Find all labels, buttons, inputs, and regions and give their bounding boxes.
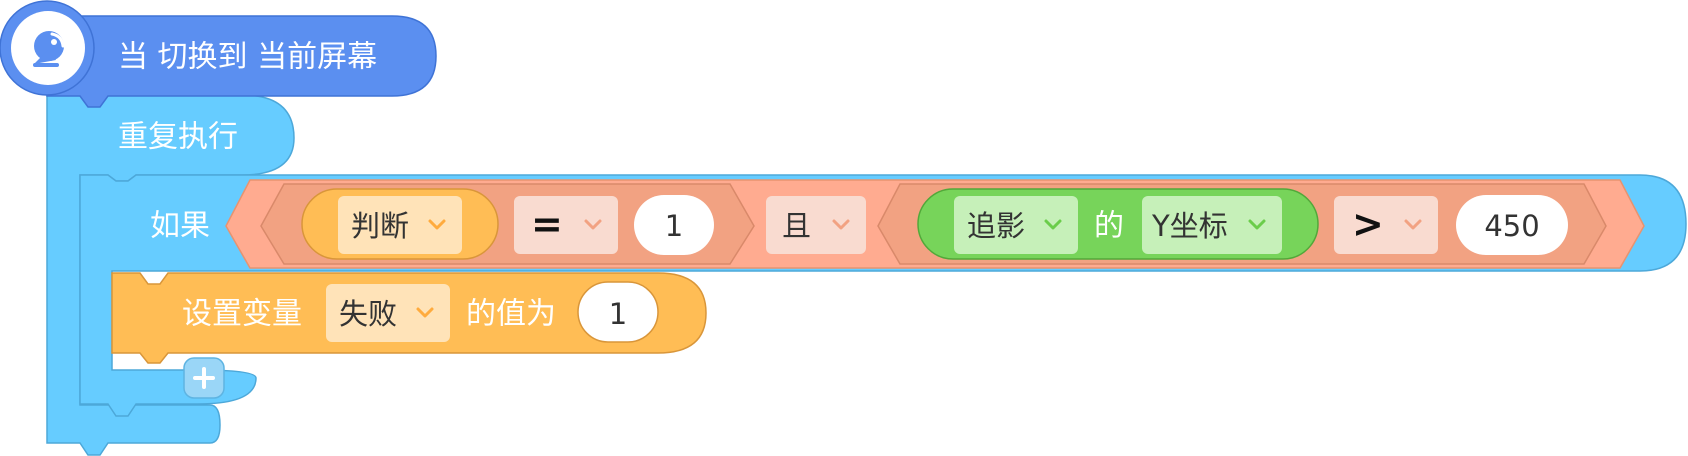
left-comparison[interactable]: 判断 = 1 xyxy=(260,183,755,265)
value-input-right[interactable]: 450 xyxy=(1456,195,1568,255)
variable-dropdown-panduan[interactable]: 判断 xyxy=(338,196,462,254)
event-block[interactable]: 当 切换到 当前屏幕 xyxy=(0,0,437,108)
sprite-dropdown-zhuiying[interactable]: 追影 xyxy=(954,196,1078,254)
variable-reporter-panduan[interactable]: 判断 xyxy=(301,188,499,260)
set-variable-block[interactable]: 设置变量 失败 的值为 1 xyxy=(111,272,707,364)
chevron-down-icon xyxy=(1248,219,1266,230)
value-input-left-text: 1 xyxy=(665,209,683,243)
repeat-block[interactable]: 重复执行 xyxy=(46,94,295,456)
if-block-label: 如果 xyxy=(150,209,210,244)
sensing-reporter-sprite-property[interactable]: 追影 的 Y坐标 xyxy=(917,188,1319,260)
logic-dropdown-and-label: 且 xyxy=(782,209,811,243)
logic-dropdown-and[interactable]: 且 xyxy=(766,196,866,254)
value-input-right-text: 450 xyxy=(1484,209,1539,243)
chevron-down-icon xyxy=(428,219,446,230)
variable-dropdown-panduan-label: 判断 xyxy=(351,209,409,243)
add-block-button[interactable] xyxy=(183,357,225,399)
event-block-body[interactable] xyxy=(46,15,437,108)
chevron-down-icon xyxy=(416,307,434,318)
plus-icon xyxy=(193,367,215,389)
repeat-block-label: 重复执行 xyxy=(118,120,238,155)
sprite-dropdown-zhuiying-label: 追影 xyxy=(967,209,1025,243)
chevron-down-icon xyxy=(584,219,602,230)
chevron-down-icon xyxy=(1044,219,1062,230)
operator-dropdown-equals[interactable]: = xyxy=(514,196,618,254)
property-dropdown-ycoord[interactable]: Y坐标 xyxy=(1142,196,1282,254)
sprite-of-label: 的 xyxy=(1094,209,1124,244)
operator-dropdown-greater-label: > xyxy=(1352,202,1384,246)
variable-dropdown-shibai-label: 失败 xyxy=(339,297,397,331)
variable-dropdown-shibai[interactable]: 失败 xyxy=(326,284,450,342)
operator-dropdown-greater[interactable]: > xyxy=(1334,196,1438,254)
chevron-down-icon xyxy=(832,219,850,230)
set-variable-block-label: 设置变量 xyxy=(182,297,302,332)
value-input-left[interactable]: 1 xyxy=(634,195,714,255)
satellite-dish-icon xyxy=(33,31,65,67)
operator-dropdown-equals-label: = xyxy=(531,202,563,246)
set-variable-to-label: 的值为 xyxy=(466,297,556,332)
property-dropdown-ycoord-label: Y坐标 xyxy=(1151,209,1228,243)
and-condition[interactable]: 判断 = 1 且 xyxy=(225,179,1645,269)
chevron-down-icon xyxy=(1404,219,1422,230)
right-comparison[interactable]: 追影 的 Y坐标 > 450 xyxy=(877,183,1607,265)
set-variable-value-input[interactable]: 1 xyxy=(577,281,659,343)
event-block-label: 当 切换到 当前屏幕 xyxy=(118,40,377,75)
set-variable-value-input-text: 1 xyxy=(609,297,627,331)
